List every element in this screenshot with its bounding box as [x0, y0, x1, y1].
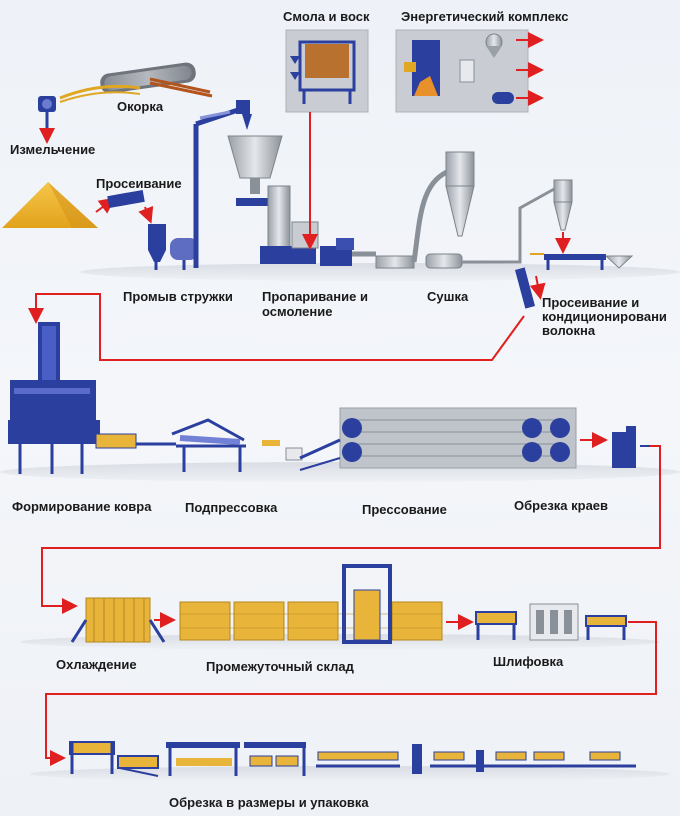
row1-floor: [80, 263, 680, 281]
label-sanding: Шлифовка: [493, 654, 564, 669]
label-steaming-line2: осмоление: [262, 304, 333, 319]
cutting-packing-line: [69, 741, 636, 777]
label-steaming-line1: Пропаривание и: [262, 289, 368, 304]
cooling-turner: [70, 597, 176, 643]
forming-station: [8, 322, 176, 474]
prepress-machine: [171, 418, 303, 472]
debarking-drum: [59, 62, 213, 103]
label-mat-forming: Формирование ковра: [12, 499, 152, 514]
label-pressing: Прессование: [362, 502, 447, 517]
label-fiber-screening-line2: кондиционировани: [542, 309, 667, 324]
steaming-hopper: [227, 135, 354, 266]
dryer-cyclones: [352, 151, 634, 309]
label-chip-washing: Промыв стружки: [123, 289, 233, 304]
label-edge-trimming: Обрезка краев: [514, 498, 609, 513]
label-fiber-screening-line1: Просеивание и: [542, 295, 640, 310]
intermediate-storage-stacks: [179, 564, 474, 644]
resin-wax-panel: [285, 29, 369, 250]
chipper-machine: [38, 96, 56, 144]
screening-machine: [95, 189, 154, 224]
label-chipping: Измельчение: [10, 142, 96, 157]
label-cutting-packing: Обрезка в размеры и упаковка: [169, 795, 369, 810]
edge-trim-machine: [612, 426, 650, 468]
press-machine: [299, 407, 608, 471]
label-cooling: Охлаждение: [56, 657, 137, 672]
flow-arrow-row2-to-row3: [41, 445, 661, 614]
label-drying: Сушка: [427, 289, 469, 304]
label-prepressing: Подпрессовка: [185, 500, 278, 515]
label-screening: Просеивание: [96, 176, 182, 191]
label-energy-complex: Энергетический комплекс: [401, 9, 569, 24]
row4-floor: [30, 766, 670, 782]
label-debarking: Окорка: [117, 99, 164, 114]
energy-complex-panel: [395, 29, 544, 113]
flow-arrow-row1-to-row2: [28, 293, 525, 361]
label-resin-wax: Смола и воск: [283, 9, 370, 24]
elevator-conveyor: [193, 100, 252, 268]
label-intermediate-storage: Промежуточный склад: [206, 659, 354, 674]
chip-washing-machine: [148, 224, 198, 270]
chip-pile: [2, 182, 98, 228]
sanding-machine: [475, 603, 627, 641]
label-fiber-screening-line3: волокна: [542, 323, 596, 338]
flow-arrow-row3-to-row4: [45, 621, 657, 766]
